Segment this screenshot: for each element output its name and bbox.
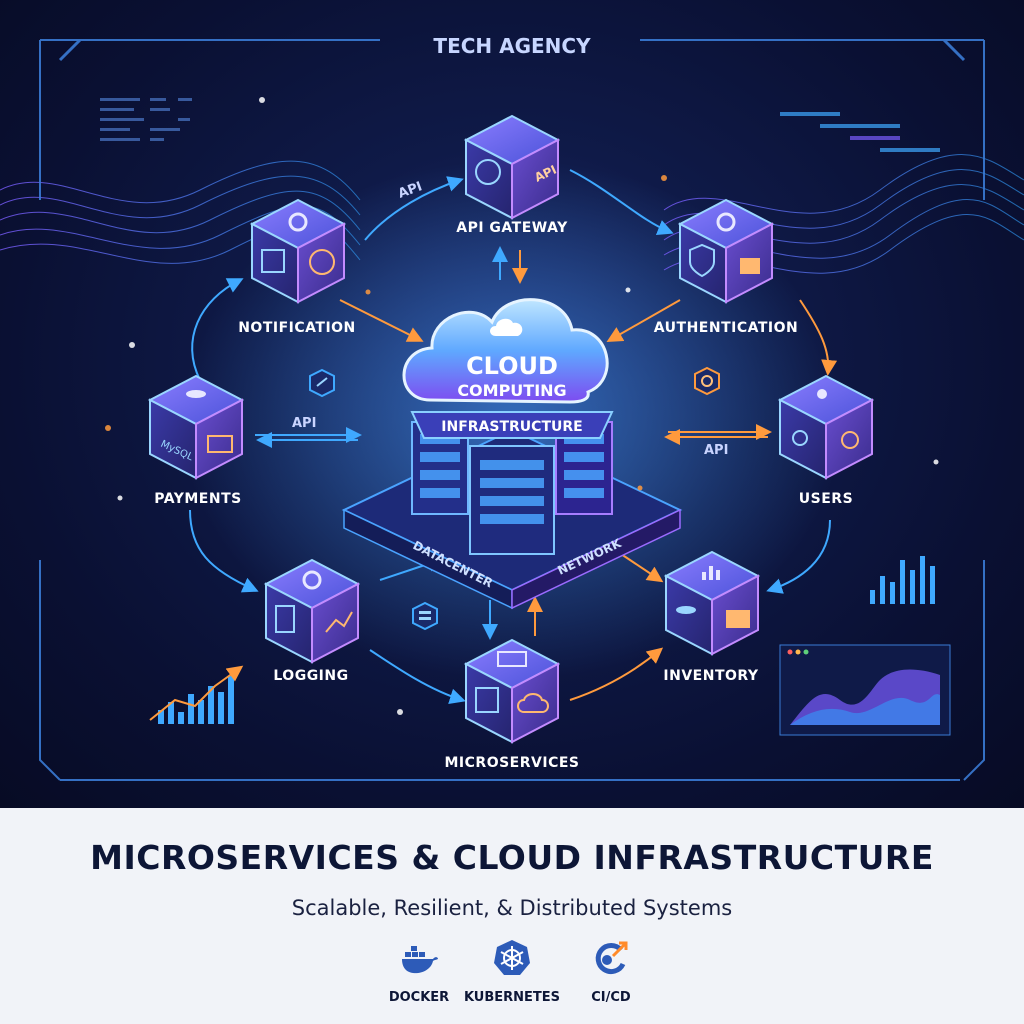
database-icon (676, 606, 696, 614)
microservices-label: MICROSERVICES (445, 755, 580, 771)
node-users: USERS (779, 375, 873, 507)
main-title: MICROSERVICES & CLOUD INFRASTRUCTURE (90, 838, 934, 877)
lock-icon (740, 258, 760, 274)
check-icon (309, 249, 335, 275)
infrastructure-banner: INFRASTRUCTURE (410, 411, 614, 439)
payments-label: PAYMENTS (154, 491, 241, 507)
cicd-icon (595, 941, 628, 975)
tool-kubernetes: KUBERNETES (457, 938, 567, 1005)
gear-icon (288, 212, 308, 232)
bar-chart-icon (702, 566, 720, 580)
gear-hex-icon (694, 366, 720, 396)
architecture-diagram: TECH AGENCY (0, 34, 1024, 781)
server-racks (411, 421, 613, 555)
node-inventory: INVENTORY (663, 551, 759, 684)
payment-card-icon (207, 435, 233, 453)
edge-label-api-left: API (292, 416, 316, 431)
api-gateway-label: API GATEWAY (456, 220, 568, 236)
hud-frame (39, 38, 985, 781)
tool-cicd: CI/CD (556, 938, 666, 1005)
server-hex-icon (412, 601, 438, 631)
edge-label-api-right: API (704, 443, 728, 458)
briefcase-icon (726, 610, 750, 628)
database-icon (186, 390, 206, 398)
chart-line-icon (325, 611, 353, 633)
notification-label: NOTIFICATION (238, 320, 356, 336)
diagram-panel: TECH AGENCY (0, 0, 1024, 808)
users-label: USERS (799, 491, 853, 507)
cloud-icon: CLOUD COMPUTING (402, 298, 609, 404)
user-profile-icon (841, 431, 859, 449)
user-icon (792, 430, 808, 446)
node-microservices: MICROSERVICES (445, 639, 580, 771)
bar-chart-decoration-right (870, 556, 935, 604)
authentication-label: AUTHENTICATION (654, 320, 798, 336)
dashboard-icon (497, 651, 527, 667)
logging-label: LOGGING (273, 668, 348, 684)
kubernetes-icon (494, 940, 530, 975)
globe-icon (475, 159, 501, 185)
cloud-download-icon (517, 693, 549, 713)
node-notification: NOTIFICATION (238, 199, 356, 336)
node-logging: LOGGING (265, 559, 359, 684)
settings-icon (716, 212, 736, 232)
caption-panel (0, 808, 1024, 1024)
hex-link-icon (309, 368, 335, 398)
cloud-subtitle: COMPUTING (457, 381, 566, 400)
users-group-icon (817, 389, 827, 399)
gear-icon (302, 570, 322, 590)
document-icon (275, 605, 295, 633)
node-api-gateway: API API GATEWAY (456, 115, 568, 236)
inventory-label: INVENTORY (663, 668, 759, 684)
docker-icon (402, 946, 438, 974)
main-subtitle: Scalable, Resilient, & Distributed Syste… (291, 896, 733, 920)
sparkle-decorations (105, 97, 939, 715)
agency-title: TECH AGENCY (433, 34, 591, 58)
node-payments: MySQL PAYMENTS (149, 375, 243, 507)
bar-chart-decoration-left (149, 665, 244, 724)
hierarchy-icon (261, 249, 285, 273)
infrastructure-label: INFRASTRUCTURE (441, 419, 582, 435)
cloud-title: CLOUD (466, 352, 558, 380)
node-authentication: AUTHENTICATION (654, 199, 798, 336)
tool-docker: DOCKER (364, 938, 474, 1005)
tool-label-cicd: CI/CD (591, 990, 631, 1005)
shield-icon (689, 243, 715, 278)
connections (189, 169, 838, 705)
area-chart-decoration (779, 644, 951, 736)
analytics-icon (475, 687, 499, 713)
code-lines-decoration (100, 98, 940, 152)
tool-label-docker: DOCKER (388, 990, 450, 1005)
tool-label-kubernetes: KUBERNETES (463, 990, 561, 1005)
